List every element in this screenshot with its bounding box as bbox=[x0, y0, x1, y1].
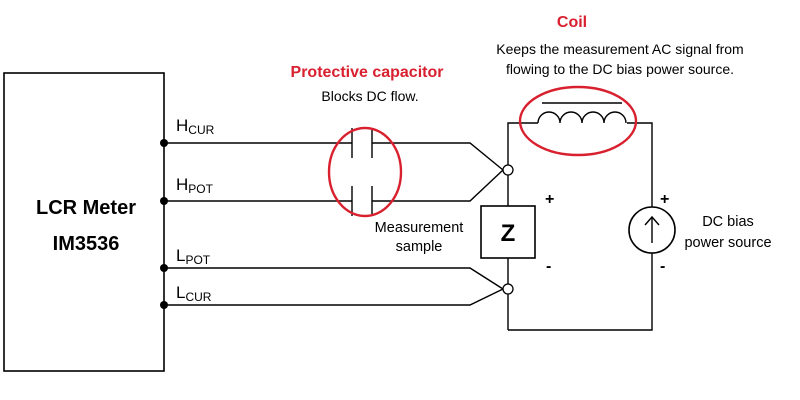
coil-symbol bbox=[537, 102, 627, 124]
sample-minus: - bbox=[546, 258, 551, 275]
meter-model: IM3536 bbox=[53, 233, 120, 255]
lpot-wire bbox=[164, 267, 504, 290]
capacitor-title: Protective capacitor bbox=[291, 64, 444, 81]
sample-node-low bbox=[502, 283, 514, 295]
source-label-line2: power source bbox=[684, 235, 771, 251]
lcr-meter-box bbox=[3, 72, 165, 372]
meter-name: LCR Meter bbox=[36, 197, 136, 219]
terminal-label-hpot: HPOT bbox=[176, 175, 214, 196]
terminal-label-lcur: LCUR bbox=[176, 283, 212, 304]
coil-desc-line2: flowing to the DC bias power source. bbox=[506, 61, 734, 77]
terminal-label-lpot: LPOT bbox=[176, 246, 211, 267]
capacitor-desc: Blocks DC flow. bbox=[321, 88, 418, 104]
coil-title: Coil bbox=[557, 14, 587, 31]
up-arrow-icon bbox=[644, 215, 660, 243]
source-label-line1: DC bias bbox=[702, 214, 754, 230]
source-minus: - bbox=[660, 258, 665, 275]
lcur-wire bbox=[164, 288, 504, 306]
source-plus: + bbox=[660, 191, 669, 208]
coil-desc-line1: Keeps the measurement AC signal from bbox=[496, 41, 743, 57]
hpot-wire bbox=[164, 169, 504, 216]
sample-symbol: Z bbox=[501, 220, 516, 247]
sample-plus: + bbox=[545, 191, 554, 208]
sample-box bbox=[480, 205, 536, 259]
terminal-label-hcur: HCUR bbox=[176, 116, 215, 137]
capacitor-highlight bbox=[327, 126, 403, 218]
sample-label-line2: sample bbox=[396, 239, 443, 255]
coil-highlight bbox=[518, 85, 638, 157]
sample-node-high bbox=[502, 164, 514, 176]
hcur-wire bbox=[164, 128, 504, 171]
sample-label-line1: Measurement bbox=[375, 220, 464, 236]
